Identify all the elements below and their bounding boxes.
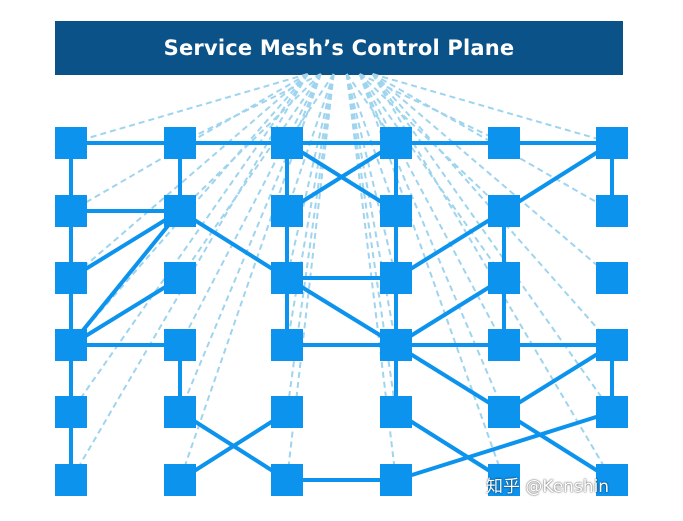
data-plane-link <box>285 276 398 347</box>
proxy-node <box>488 195 520 227</box>
watermark: 知乎 @Kenshin <box>486 477 610 497</box>
control-link <box>371 73 613 413</box>
proxy-node <box>488 329 520 361</box>
proxy-node <box>488 127 520 159</box>
proxy-node <box>271 262 303 294</box>
proxy-node <box>596 329 628 361</box>
data-plane-link <box>69 209 182 347</box>
proxy-node <box>164 262 196 294</box>
control-plane-banner: Service Mesh’s Control Plane <box>55 21 623 75</box>
control-link <box>179 73 322 279</box>
data-plane-link <box>394 410 506 482</box>
proxy-node <box>55 329 87 361</box>
proxy-node <box>380 195 412 227</box>
control-link <box>358 73 505 346</box>
proxy-node <box>596 396 628 428</box>
control-link <box>358 73 505 212</box>
proxy-node <box>271 195 303 227</box>
control-link <box>179 73 322 144</box>
control-link <box>70 73 309 413</box>
proxy-node <box>271 329 303 361</box>
data-plane-links <box>69 141 614 482</box>
proxy-node <box>488 464 520 496</box>
data-plane-link <box>69 209 182 280</box>
proxy-node <box>271 127 303 159</box>
proxy-node <box>488 262 520 294</box>
proxy-node <box>164 396 196 428</box>
control-link <box>70 73 308 144</box>
control-link <box>372 73 613 212</box>
proxy-node <box>55 262 87 294</box>
control-link <box>345 73 397 346</box>
data-plane-link <box>178 410 289 482</box>
proxy-node <box>596 127 628 159</box>
data-plane-link <box>394 410 614 482</box>
control-link <box>372 73 613 144</box>
proxy-node <box>596 262 628 294</box>
control-link <box>359 73 505 144</box>
control-link <box>358 73 505 279</box>
data-plane-link <box>69 276 182 347</box>
proxy-node <box>55 127 87 159</box>
proxy-node <box>55 464 87 496</box>
control-plane-title: Service Mesh’s Control Plane <box>163 36 515 60</box>
control-link <box>345 73 397 413</box>
proxy-node <box>271 464 303 496</box>
proxy-node <box>380 464 412 496</box>
control-link <box>70 73 309 279</box>
data-plane-link <box>502 141 614 213</box>
data-plane-link <box>285 141 398 213</box>
proxy-node <box>380 329 412 361</box>
control-link <box>358 73 505 413</box>
control-link <box>179 73 322 346</box>
proxy-node <box>271 396 303 428</box>
control-link <box>371 73 613 279</box>
proxy-node <box>164 195 196 227</box>
control-link <box>345 73 397 279</box>
data-plane-link <box>394 276 506 347</box>
data-plane-link <box>502 410 614 482</box>
proxy-node <box>55 396 87 428</box>
data-plane-link <box>502 343 614 414</box>
proxy-node <box>55 195 87 227</box>
control-link <box>286 73 335 144</box>
control-link <box>286 73 335 346</box>
proxy-node <box>596 195 628 227</box>
proxy-node <box>380 262 412 294</box>
control-link <box>70 73 309 212</box>
proxy-node <box>596 464 628 496</box>
data-plane-link <box>394 343 506 414</box>
control-link <box>286 73 335 279</box>
proxy-node <box>164 127 196 159</box>
proxy-node <box>380 396 412 428</box>
proxy-node <box>164 464 196 496</box>
data-plane-link <box>394 209 506 280</box>
proxy-node <box>164 329 196 361</box>
control-link <box>179 73 322 212</box>
proxy-node <box>380 127 412 159</box>
proxy-node <box>488 396 520 428</box>
data-plane-link <box>178 209 289 280</box>
proxy-nodes <box>55 127 628 496</box>
